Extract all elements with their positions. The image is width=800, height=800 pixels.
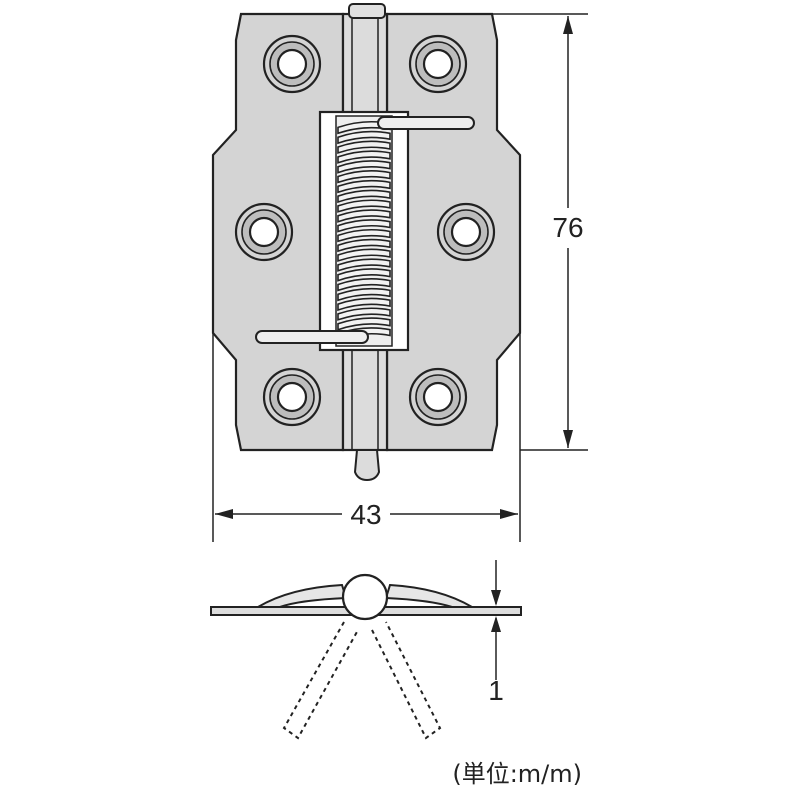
hinge-side-view: 1 xyxy=(210,560,522,740)
spring-turn xyxy=(337,150,391,164)
spring-turn xyxy=(337,219,391,233)
width-dimension-label: 43 xyxy=(350,499,381,530)
spring-turn xyxy=(337,238,391,253)
spring-turn xyxy=(337,228,391,243)
spring-turn xyxy=(337,287,391,302)
spring-turn xyxy=(337,160,391,174)
screw-hole-1 xyxy=(262,34,322,94)
unit-note: (単位:m/m) xyxy=(452,760,582,788)
spring-turn xyxy=(337,297,391,312)
thickness-arrow-bottom xyxy=(491,616,501,632)
spring-turn xyxy=(337,258,391,272)
spring-turn xyxy=(337,307,391,321)
width-dimension: 43 xyxy=(212,333,521,542)
side-spring-wing-left xyxy=(254,583,348,608)
pin-bottom-tip xyxy=(353,449,381,482)
side-spring-wing-right xyxy=(384,583,476,608)
open-leaf-left xyxy=(282,621,359,740)
spring-arm-upper xyxy=(377,116,475,130)
thickness-dimension-label: 1 xyxy=(488,675,504,706)
spring-coil xyxy=(335,115,393,347)
height-dimension: 76 xyxy=(492,13,588,451)
screw-hole-5 xyxy=(262,367,322,427)
screw-holes xyxy=(234,34,496,427)
height-arrow-bottom xyxy=(563,430,573,448)
spring-turn xyxy=(337,209,391,223)
spring-turn xyxy=(337,199,391,213)
hinge-front-view xyxy=(211,3,522,482)
spring-turn xyxy=(337,179,391,194)
height-arrow-top xyxy=(563,16,573,34)
spring-turn xyxy=(337,130,391,145)
spring-turn xyxy=(337,189,391,204)
spring-turn xyxy=(337,317,391,331)
screw-hole-2 xyxy=(408,34,468,94)
side-knuckle xyxy=(341,573,389,621)
width-arrow-left xyxy=(215,509,233,519)
height-dimension-label: 76 xyxy=(552,212,583,243)
spring-turn xyxy=(337,170,391,184)
spring-turn xyxy=(337,268,391,282)
pin-top-cap xyxy=(348,3,386,19)
spring-turn xyxy=(337,140,391,155)
thickness-arrow-top xyxy=(491,590,501,606)
spring-turn xyxy=(337,248,391,263)
open-position-leaves xyxy=(282,621,442,740)
spring-turn xyxy=(337,278,391,292)
screw-hole-4 xyxy=(436,202,496,262)
width-arrow-right xyxy=(500,509,518,519)
spring-arm-lower xyxy=(255,330,369,344)
screw-hole-6 xyxy=(408,367,468,427)
open-leaf-right xyxy=(371,621,442,740)
screw-hole-3 xyxy=(234,202,294,262)
